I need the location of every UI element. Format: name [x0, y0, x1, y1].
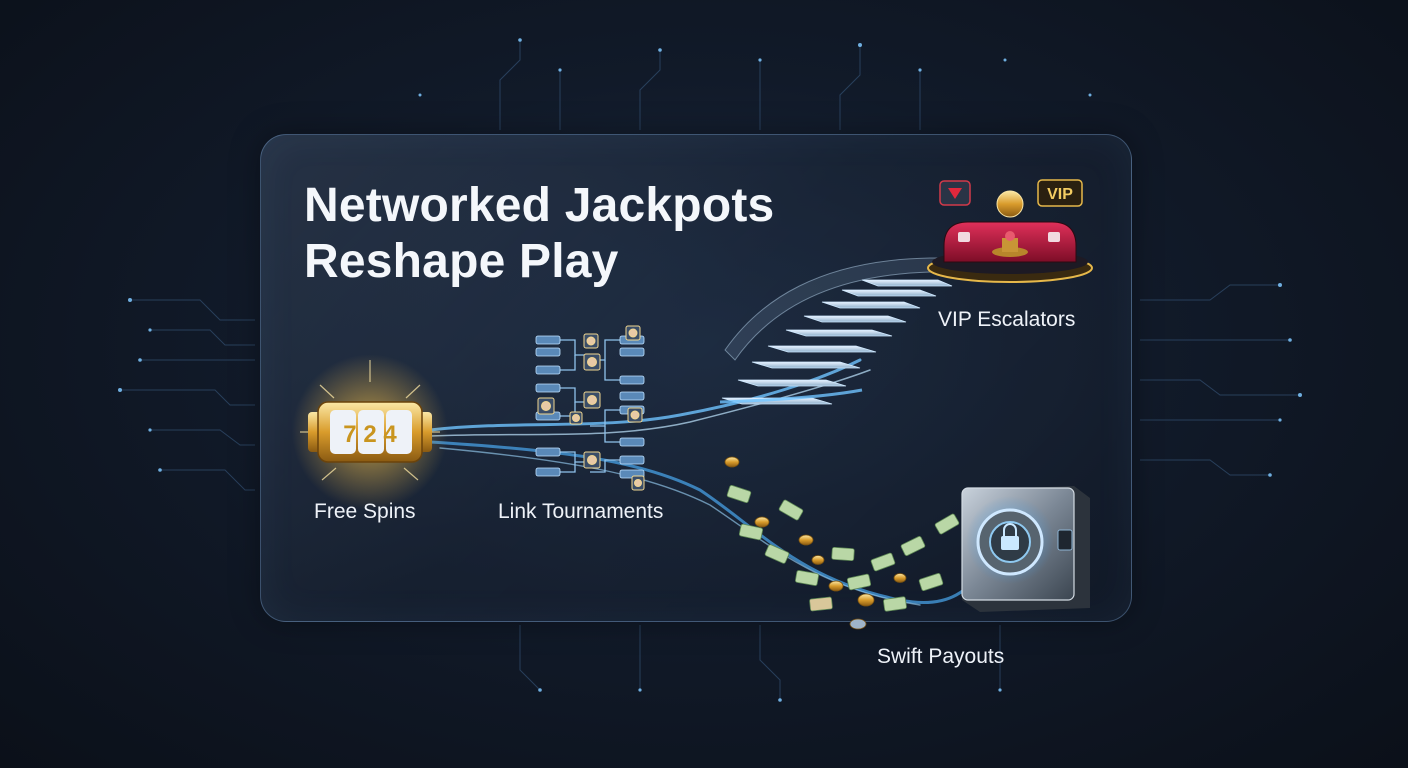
page-title: Networked Jackpots Reshape Play: [304, 178, 774, 290]
stage-label-link-tournaments: Link Tournaments: [498, 500, 664, 523]
slot-reel-digits: 7 2 4: [343, 421, 397, 448]
vip-lounge-icon: VIP: [927, 179, 1093, 283]
title-line-1: Networked Jackpots: [304, 179, 775, 232]
slot-reel-icon: 7 2 4: [292, 354, 448, 510]
stage-label-free-spins: Free Spins: [314, 500, 416, 523]
player-avatar-icons: [537, 325, 645, 491]
cash-note-icons: [726, 485, 960, 612]
vault-safe-icon: [961, 486, 1090, 612]
title-line-2: Reshape Play: [304, 235, 619, 288]
coin-icons: [724, 456, 907, 630]
stage-label-swift-payouts: Swift Payouts: [877, 645, 1005, 668]
data-stream: [428, 358, 992, 606]
stage-label-vip-escalators: VIP Escalators: [938, 308, 1076, 331]
vip-badge: VIP: [1047, 186, 1073, 203]
